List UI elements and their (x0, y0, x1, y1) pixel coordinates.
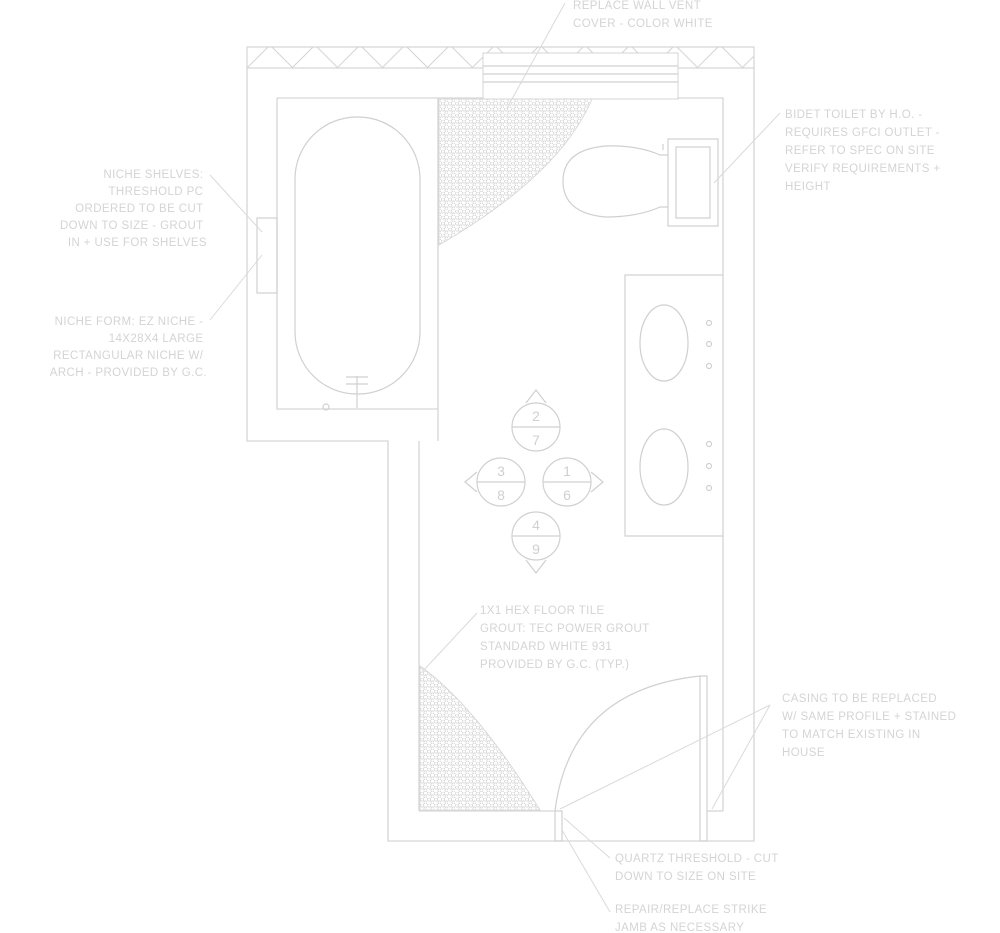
floor-tile-hatch-lower (419, 665, 541, 811)
leader-lines (209, 2, 781, 913)
svg-text:4: 4 (532, 517, 540, 533)
note-floor-tile: 1X1 HEX FLOOR TILE GROUT: TEC POWER GROU… (480, 605, 653, 671)
elevation-marker-down: 4 9 (511, 511, 561, 574)
elevation-marker-up: 2 7 (511, 389, 561, 452)
wall-vent (482, 52, 679, 100)
note-bidet-toilet: BIDET TOILET BY H.O. - REQUIRES GFCI OUT… (785, 109, 944, 193)
bidet-toilet (562, 138, 719, 227)
note-niche-form: NICHE FORM: EZ NICHE - 14X28X4 LARGE REC… (50, 316, 207, 379)
bathtub (294, 98, 439, 411)
elevation-marker-left: 3 8 (464, 457, 526, 507)
svg-text:9: 9 (532, 541, 540, 557)
svg-text:6: 6 (563, 487, 571, 503)
note-niche-shelves: NICHE SHELVES: THRESHOLD PC ORDERED TO B… (60, 169, 207, 249)
svg-text:7: 7 (532, 432, 540, 448)
svg-text:3: 3 (497, 463, 505, 479)
elevation-marker-right: 1 6 (542, 457, 604, 507)
note-threshold: QUARTZ THRESHOLD - CUT DOWN TO SIZE ON S… (615, 853, 782, 883)
door (554, 675, 708, 842)
note-casing: CASING TO BE REPLACED W/ SAME PROFILE + … (782, 693, 960, 759)
tub-niche (256, 217, 278, 294)
double-vanity (624, 274, 724, 537)
note-strike-jamb: REPAIR/REPLACE STRIKE JAMB AS NECESSARY (615, 904, 771, 933)
svg-text:2: 2 (532, 408, 540, 424)
svg-text:1: 1 (563, 463, 571, 479)
floor-tile-hatch-upper (438, 98, 593, 246)
svg-text:8: 8 (497, 487, 505, 503)
note-wall-vent: REPLACE WALL VENT COVER - COLOR WHITE (573, 0, 713, 30)
